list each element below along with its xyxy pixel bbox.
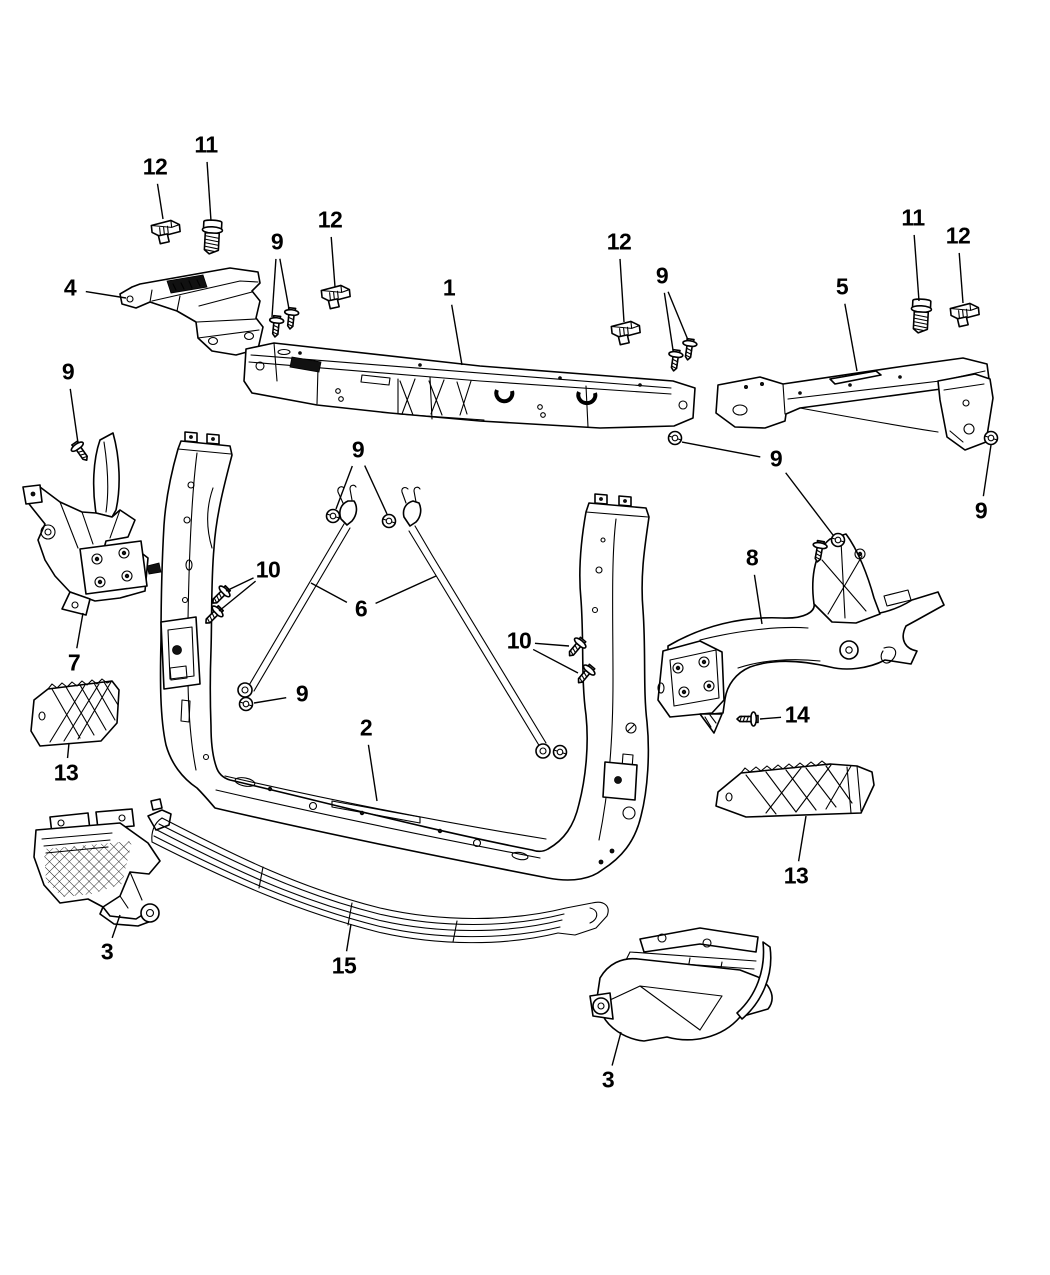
screw-fastener-icon (267, 314, 285, 339)
part-2-radiator-support-frame (159, 431, 650, 881)
nut-fastener-icon (830, 532, 846, 548)
leader-line-12 (619, 258, 625, 323)
callout-13: 13 (783, 862, 809, 889)
leader-line-10 (225, 577, 254, 592)
nut-fastener-icon (667, 430, 683, 446)
leader-line-10 (218, 580, 257, 612)
callout-9: 9 (655, 262, 669, 289)
callout-9: 9 (769, 445, 783, 472)
leader-layer (66, 161, 992, 1066)
callout-3: 3 (601, 1066, 615, 1093)
screw-fastener-icon (282, 306, 300, 331)
nut-fastener-icon (238, 696, 254, 712)
leader-line-9 (785, 472, 834, 536)
callout-2: 2 (359, 714, 373, 741)
callout-9: 9 (295, 680, 309, 707)
leader-line-8 (753, 574, 763, 625)
leader-line-9 (253, 696, 287, 704)
leader-line-12 (156, 183, 164, 220)
leader-line-11 (913, 234, 920, 302)
callout-13: 13 (53, 759, 79, 786)
callout-12: 12 (142, 153, 168, 180)
leader-line-9 (663, 292, 674, 351)
part-3-air-deflector-right (589, 927, 773, 1042)
leader-line-9 (69, 388, 79, 444)
nut-fastener-icon (381, 513, 397, 529)
leader-line-7 (76, 612, 84, 649)
leader-line-2 (367, 744, 378, 802)
leader-line-10 (532, 648, 579, 674)
nut-fastener-icon (552, 744, 568, 760)
part-3-air-deflector-left (33, 808, 161, 927)
callout-5: 5 (835, 273, 849, 300)
callout-11: 11 (901, 204, 925, 231)
leader-line-12 (330, 236, 336, 288)
callout-9: 9 (61, 358, 75, 385)
leader-line-11 (206, 161, 212, 222)
callout-11: 11 (194, 131, 218, 158)
part-6-support-rod-right (401, 486, 551, 759)
leader-line-9 (279, 258, 290, 310)
callout-4: 4 (63, 274, 77, 301)
leader-line-10 (534, 642, 570, 647)
part-8-mount-bracket-right (657, 533, 945, 734)
part-13-insulator-right (715, 760, 875, 818)
callout-12: 12 (606, 228, 632, 255)
nut-fastener-icon (325, 508, 341, 524)
callout-7: 7 (67, 649, 81, 676)
callout-3: 3 (100, 938, 114, 965)
leader-line-9 (271, 258, 277, 318)
callout-14: 14 (784, 701, 810, 728)
callout-8: 8 (745, 544, 759, 571)
clip-fastener-icon (320, 283, 352, 311)
leader-line-3 (611, 1031, 622, 1066)
part-6-support-rod-left (237, 484, 358, 698)
clip-fastener-icon (150, 218, 182, 246)
nut-fastener-icon (983, 430, 999, 446)
leader-line-4 (85, 290, 127, 299)
leader-line-12 (958, 252, 964, 304)
screw-fastener-icon (736, 711, 759, 727)
screw-fastener-icon (665, 348, 685, 373)
bolt-fastener-icon (909, 297, 933, 335)
callout-12: 12 (317, 206, 343, 233)
leader-line-3 (111, 914, 121, 939)
callout-10: 10 (506, 627, 532, 654)
screw-fastener-icon (68, 438, 94, 466)
leader-line-5 (844, 303, 858, 372)
callout-9: 9 (974, 497, 988, 524)
leader-line-13 (797, 815, 807, 862)
callout-10: 10 (255, 556, 281, 583)
leader-line-6 (310, 582, 348, 604)
callout-15: 15 (331, 952, 357, 979)
part-15-air-dam-seal (147, 798, 609, 944)
clip-fastener-icon (610, 319, 642, 347)
leader-line-15 (345, 923, 352, 952)
leader-line-6 (375, 575, 437, 605)
bolt-fastener-icon (200, 218, 224, 256)
callout-1: 1 (442, 274, 456, 301)
clip-fastener-icon (949, 301, 981, 329)
part-7-mount-bracket-left (22, 432, 162, 616)
leader-line-14 (759, 716, 782, 720)
callout-9: 9 (351, 436, 365, 463)
leader-line-9 (681, 441, 761, 458)
leader-line-9 (667, 291, 689, 341)
callout-9: 9 (270, 228, 284, 255)
part-5-crossmember-extension-right (715, 357, 994, 451)
callout-6: 6 (354, 595, 368, 622)
leader-line-9 (335, 465, 353, 510)
part-1-radiator-crossmember-upper (243, 342, 696, 429)
part-4-crossmember-extension-left (119, 267, 264, 356)
leader-line-9 (982, 444, 992, 497)
leader-line-1 (451, 304, 463, 366)
leader-line-9 (364, 465, 388, 515)
screw-fastener-icon (679, 337, 699, 362)
callout-12: 12 (945, 222, 971, 249)
part-13-insulator-left (30, 678, 120, 747)
leader-line-13 (66, 742, 70, 759)
